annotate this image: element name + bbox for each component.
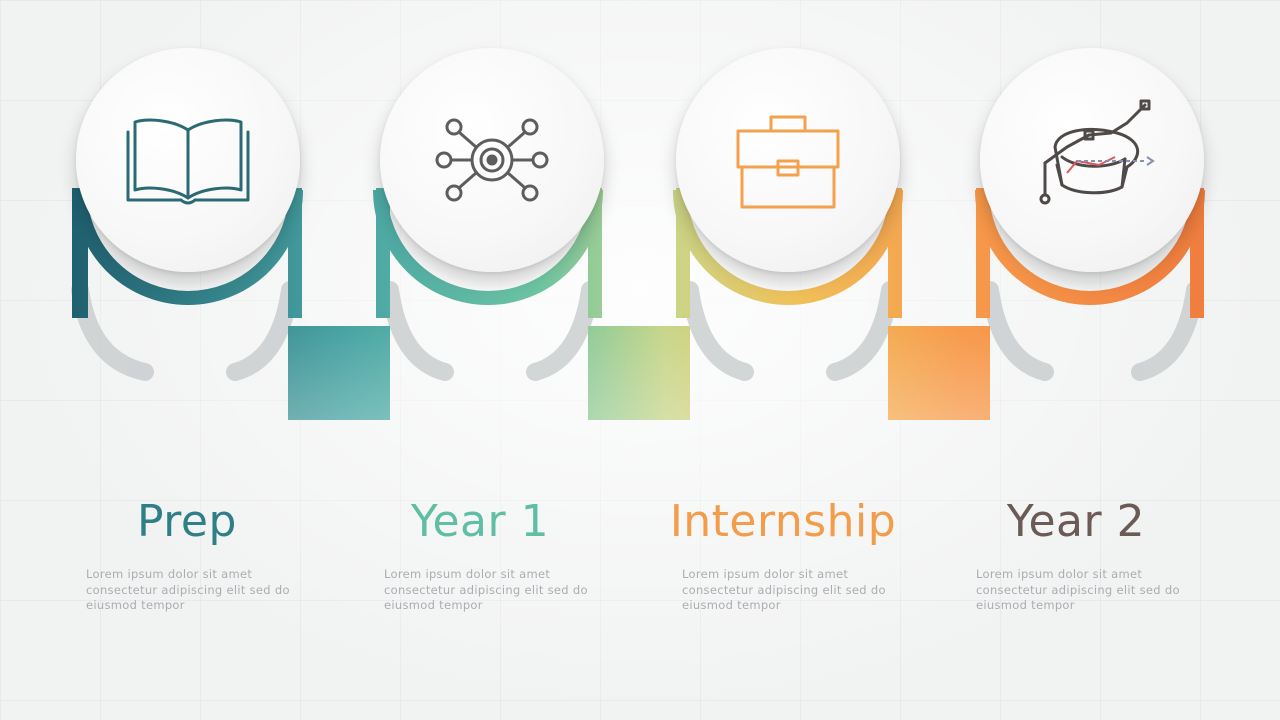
stage-title-text: Year 2 <box>1006 496 1146 547</box>
stage-circle-year-2 <box>980 48 1204 272</box>
stage-title-text: Year 1 <box>410 496 550 547</box>
ribbon-legs <box>72 188 1204 318</box>
growth-chart-icon <box>1039 99 1155 205</box>
stage-description-year-2: Lorem ipsum dolor sit amet consectetur a… <box>976 567 1180 612</box>
stage-description-prep: Lorem ipsum dolor sit amet consectetur a… <box>86 567 290 612</box>
stage-circle-prep <box>76 48 300 272</box>
stage-description-year-1: Lorem ipsum dolor sit amet consectetur a… <box>384 567 588 612</box>
stage-title-text: Internship <box>669 496 897 547</box>
network-hub-icon <box>435 118 549 202</box>
open-book-icon <box>126 118 250 205</box>
stage-title-text: Prep <box>137 496 237 547</box>
stage-circle-internship <box>676 48 900 272</box>
stage-title-year-2: Year 2 <box>926 496 1226 547</box>
stage-circle-year-1 <box>380 48 604 272</box>
stage-title-prep: Prep <box>37 496 337 547</box>
stage-title-internship: Internship <box>633 496 933 547</box>
ribbon-arcs <box>73 189 1205 305</box>
briefcase-icon <box>736 115 840 209</box>
stage-description-internship: Lorem ipsum dolor sit amet consectetur a… <box>682 567 886 612</box>
stage-title-year-1: Year 1 <box>330 496 630 547</box>
